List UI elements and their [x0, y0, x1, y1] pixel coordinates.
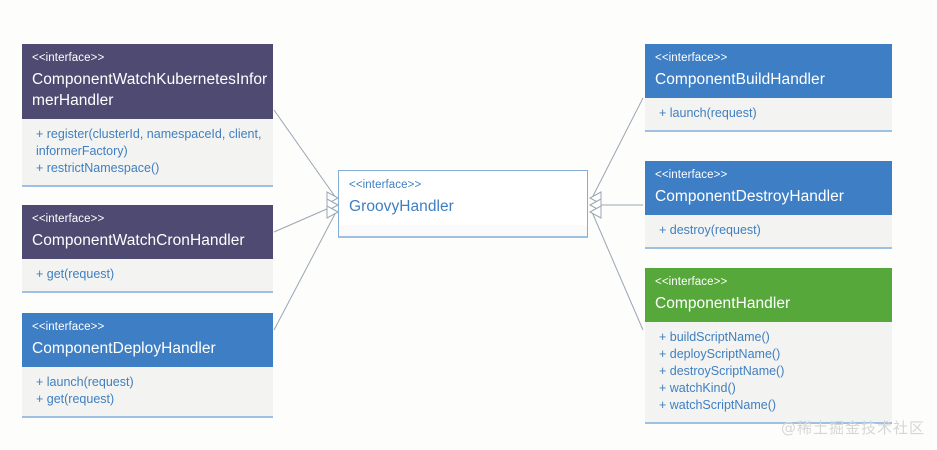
class-header: <<interface>> ComponentBuildHandler: [645, 44, 892, 98]
class-stereotype: <<interface>>: [32, 52, 105, 64]
class-member: + buildScriptName(): [659, 330, 770, 344]
class-box-groovy-handler[interactable]: <<interface>> GroovyHandler: [338, 170, 588, 238]
class-name: ComponentHandler: [655, 295, 791, 312]
class-header: <<interface>> ComponentWatchCronHandler: [22, 205, 273, 259]
edge-deploy: [273, 211, 337, 331]
class-header: <<interface>> ComponentWatchKubernetesIn…: [22, 44, 273, 119]
class-name: ComponentWatchCronHandler: [32, 232, 245, 249]
class-member: + restrictNamespace(): [36, 161, 160, 175]
class-members: + destroy(request): [645, 215, 892, 249]
arrowhead-right-lower: [588, 205, 602, 219]
class-stereotype: <<interface>>: [32, 213, 105, 225]
class-box-component-build-handler[interactable]: <<interface>> ComponentBuildHandler + la…: [645, 44, 892, 132]
class-box-component-deploy-handler[interactable]: <<interface>> ComponentDeployHandler + l…: [22, 313, 273, 418]
arrowhead-left-lower: [326, 205, 340, 219]
class-name: ComponentDestroyHandler: [655, 188, 844, 205]
class-header: <<interface>> GroovyHandler: [338, 170, 588, 225]
class-box-component-handler[interactable]: <<interface>> ComponentHandler + buildSc…: [645, 268, 892, 424]
class-member: + destroyScriptName(): [659, 364, 785, 378]
class-members: + buildScriptName() + deployScriptName()…: [645, 322, 892, 424]
edge-watch-kubernetes-informer: [273, 109, 337, 199]
class-header: <<interface>> ComponentHandler: [645, 268, 892, 322]
class-members: + launch(request): [645, 98, 892, 132]
class-stereotype: <<interface>>: [32, 321, 105, 333]
class-members: + launch(request) + get(request): [22, 367, 273, 418]
class-members: + get(request): [22, 259, 273, 293]
class-member: + launch(request): [36, 375, 134, 389]
arrowhead-right-upper: [588, 191, 602, 205]
edge-watch-cron: [273, 204, 337, 233]
class-name: ComponentWatchKubernetesInfor merHandler: [32, 71, 268, 109]
class-member: + launch(request): [659, 106, 757, 120]
class-stereotype: <<interface>>: [655, 169, 728, 181]
arrowhead-left-middle: [326, 198, 340, 212]
arrowhead-left-upper: [326, 191, 340, 205]
class-member: + register(clusterId, namespaceId, clien…: [36, 127, 265, 158]
class-members: [338, 225, 588, 238]
class-stereotype: <<interface>>: [655, 276, 728, 288]
class-member: + get(request): [36, 267, 115, 281]
class-header: <<interface>> ComponentDestroyHandler: [645, 161, 892, 215]
class-name: GroovyHandler: [349, 198, 454, 215]
class-member: + watchScriptName(): [659, 398, 777, 412]
class-header: <<interface>> ComponentDeployHandler: [22, 313, 273, 367]
edge-component-handler: [591, 211, 644, 331]
class-stereotype: <<interface>>: [655, 52, 728, 64]
watermark: @稀土掘金技术社区: [780, 419, 925, 437]
edge-build: [591, 97, 644, 199]
arrowhead-right-middle: [588, 198, 602, 212]
class-box-component-watch-kubernetes-informer-handler[interactable]: <<interface>> ComponentWatchKubernetesIn…: [22, 44, 273, 187]
class-stereotype: <<interface>>: [349, 179, 422, 191]
class-member: + deployScriptName(): [659, 347, 781, 361]
class-name: ComponentDeployHandler: [32, 340, 216, 357]
class-member: + get(request): [36, 392, 115, 406]
class-name: ComponentBuildHandler: [655, 71, 825, 88]
class-box-component-destroy-handler[interactable]: <<interface>> ComponentDestroyHandler + …: [645, 161, 892, 249]
class-member: + destroy(request): [659, 223, 761, 237]
class-members: + register(clusterId, namespaceId, clien…: [22, 119, 273, 187]
class-box-component-watch-cron-handler[interactable]: <<interface>> ComponentWatchCronHandler …: [22, 205, 273, 293]
class-member: + watchKind(): [659, 381, 736, 395]
